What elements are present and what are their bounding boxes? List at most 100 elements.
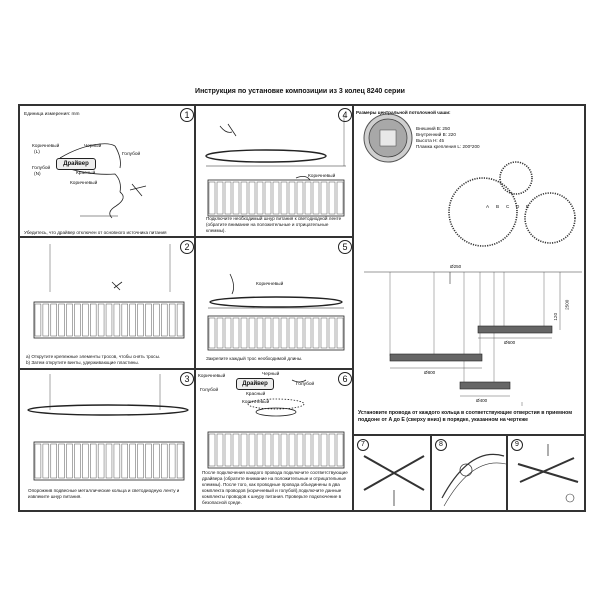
crystal-bar (129, 443, 136, 479)
crystal-bar (145, 443, 152, 479)
bracket-diagram-9 (517, 444, 579, 503)
crystal-bar (336, 317, 344, 349)
crystal-bar (320, 181, 328, 215)
wiring-diagram-1 (59, 143, 147, 219)
crystal-bar (161, 443, 168, 479)
spec-height-value: Н: 45 (433, 138, 445, 143)
label-red: Красный (76, 171, 96, 176)
crystal-bar (256, 181, 264, 215)
dim-250: Ø250 (450, 264, 462, 269)
panel-8: 8 (431, 435, 507, 511)
crystal-bar (137, 303, 144, 337)
crystal-bar (272, 181, 280, 215)
crystal-bar (50, 443, 57, 479)
crystal-bar (264, 433, 272, 467)
crystal-bar (248, 433, 256, 467)
bracket-diagram-7 (363, 455, 425, 506)
label-brown-2: Коричневый (70, 181, 98, 186)
crystal-bar (208, 181, 216, 215)
crystal-bar (66, 303, 73, 337)
panel-5: 5 Коричневый Закрепите каждый трос необх… (195, 237, 353, 369)
crystal-bar (34, 303, 42, 337)
label-brown-6: Коричневый (198, 374, 226, 379)
crystal-bar (304, 181, 312, 215)
ring-letter-b: B (496, 204, 500, 209)
crystal-bar (256, 433, 264, 467)
spec-outer-label: Внешний (416, 126, 436, 131)
label-blue-6b: Голубой (200, 388, 219, 393)
ring-letter-c: C (506, 204, 510, 209)
label-black: Черный (84, 144, 102, 149)
crystal-bar (216, 433, 224, 467)
crystal-bar (240, 181, 248, 215)
crystal-bar (288, 317, 296, 349)
panel-9: 9 (507, 435, 585, 511)
crystal-bar (280, 317, 288, 349)
crystal-bar (240, 433, 248, 467)
label-n: (N) (34, 172, 41, 177)
crystal-bar (312, 317, 320, 349)
crystal-bar (256, 317, 264, 349)
crystal-bar (328, 433, 336, 467)
canopy-diagram-8 (441, 453, 506, 507)
driver-box-6: Драйвер (236, 378, 274, 390)
crystal-bar (34, 443, 42, 479)
crystal-bar (113, 303, 121, 337)
step-number-8: 8 (435, 439, 447, 451)
crystal-bar (320, 433, 328, 467)
crystal-bar (42, 443, 50, 479)
spec-drawing (363, 113, 582, 406)
crystal-bar (288, 181, 296, 215)
crystal-bar (240, 317, 248, 349)
crystal-bar (82, 443, 89, 479)
crystal-bar (216, 181, 224, 215)
spec-outer: Внешний В: 250 (416, 126, 450, 132)
spec-inner-value: В: 220 (442, 132, 456, 137)
crystal-bar (168, 443, 176, 479)
crystal-bar (224, 181, 232, 215)
label-blue-n: Голубой (32, 166, 51, 171)
crystal-bar (168, 303, 176, 337)
crystal-bar (137, 443, 144, 479)
dim-600: Ø600 (504, 340, 516, 345)
crystal-bar (90, 443, 97, 479)
panel-6-note: После подключения каждого провода подклю… (202, 470, 348, 505)
driver-box-1: Драйвер (56, 158, 96, 170)
crystal-bar (74, 443, 81, 479)
crystal-bar (296, 433, 304, 467)
crystal-bar (113, 443, 121, 479)
step-number-7: 7 (357, 439, 369, 451)
spec-height-label: Высота (416, 138, 432, 143)
crystal-bar (248, 181, 256, 215)
panel-2-note-b: b) Затем открутите винты, удерживающие п… (26, 360, 139, 365)
spec-panel: Размеры центральной потолочной чаши: Вне… (353, 105, 585, 435)
label-brown-5: Коричневый (256, 282, 284, 287)
crystal-bar (105, 303, 113, 337)
crystal-bar (232, 433, 240, 467)
crystal-bar (208, 317, 216, 349)
dim-800: Ø800 (424, 370, 436, 375)
crystal-bar (328, 317, 336, 349)
panel-2-note-a: a) Открутите крепежные элементы тросов, … (26, 354, 161, 359)
crystal-bar (153, 303, 160, 337)
panel-1-note: Убедитесь, что драйвер отключен от основ… (24, 230, 167, 235)
label-blue-6: Голубой (296, 382, 315, 387)
crystal-bar (82, 303, 89, 337)
crystal-bar (320, 317, 328, 349)
crystal-bar (216, 317, 224, 349)
crystal-bar (176, 443, 184, 479)
crystal-bar (129, 303, 136, 337)
crystal-bar (224, 433, 232, 467)
step-number-2: 2 (180, 240, 194, 254)
units-label: Единица измерения: mm (24, 112, 80, 117)
panel-5-note: Закрепите каждый трос необходимой длины. (206, 356, 303, 361)
ring-letter-e: E (526, 204, 530, 209)
spec-height: Высота Н: 45 (416, 138, 444, 144)
dim-120: 120 (553, 312, 559, 321)
ring-diagram-4 (205, 114, 346, 217)
crystal-bar (312, 433, 320, 467)
step-number-1: 1 (180, 108, 194, 122)
crystal-bar (145, 303, 152, 337)
spec-plate: Пламка крепления L: 200*200 (416, 144, 480, 149)
spec-outer-value: В: 250 (436, 126, 451, 131)
